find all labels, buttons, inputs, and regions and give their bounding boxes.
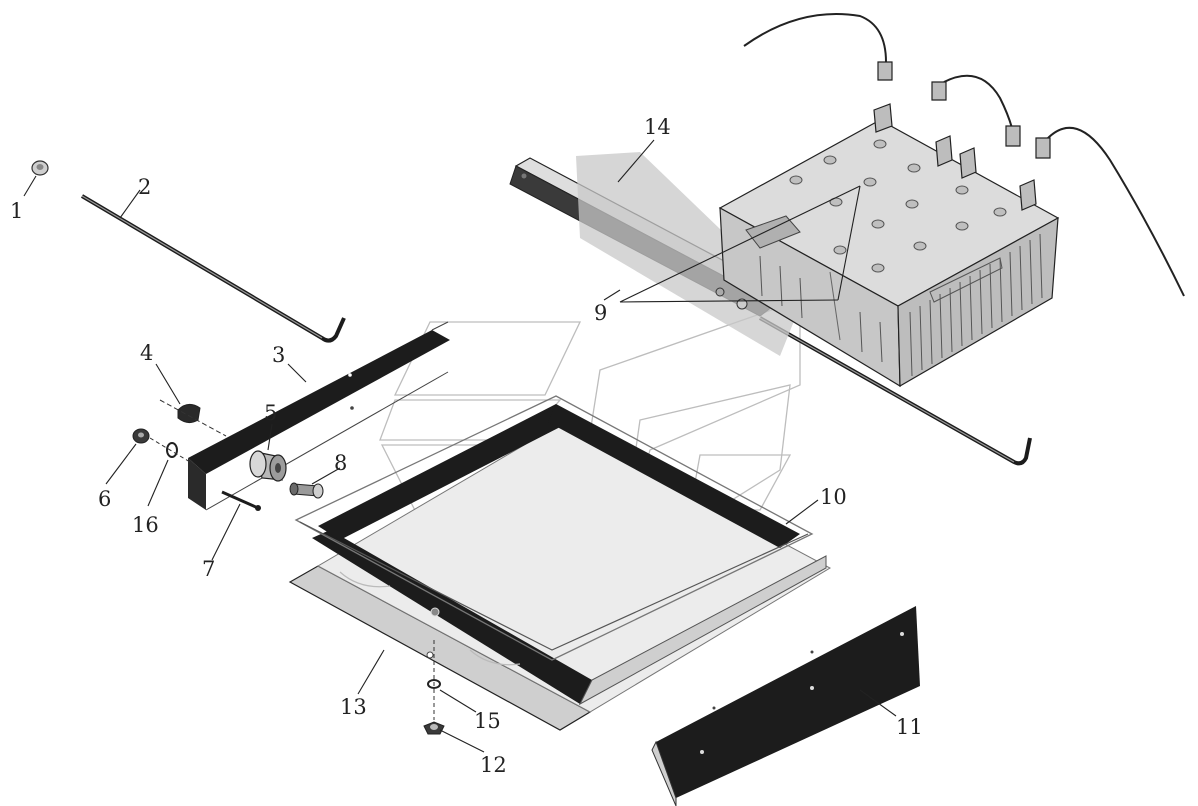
cable-lugs [877, 61, 1051, 159]
sleeve-part [249, 450, 287, 482]
callout-11: 11 [896, 715, 923, 739]
nut-part [31, 160, 49, 176]
callout-10: 10 [820, 485, 847, 509]
hook-rod-right-part [759, 316, 1032, 466]
clamp-part [159, 399, 227, 437]
tray-plate-part [288, 423, 832, 731]
callout-12: 12 [480, 753, 507, 777]
lower-washer-part [427, 640, 441, 720]
callout-9: 9 [594, 301, 607, 325]
callout-7: 7 [202, 557, 215, 581]
small-nut-part [132, 428, 150, 444]
callout-15: 15 [474, 709, 501, 733]
washer-part [149, 437, 191, 463]
callout-16: 16 [132, 513, 159, 537]
callout-14: 14 [644, 115, 671, 139]
wing-nut-part [423, 721, 445, 735]
callout-4: 4 [140, 341, 153, 365]
callout-5: 5 [264, 401, 277, 425]
side-angle-strip-part [651, 606, 920, 806]
pin-part [289, 482, 324, 499]
rail-part [509, 152, 800, 356]
angle-bracket-part [188, 321, 450, 511]
leader-lines [23, 139, 897, 753]
battery-cables [743, 13, 1185, 297]
callout-1: 1 [10, 199, 23, 223]
tray-side-wall [312, 530, 827, 706]
callout-3: 3 [272, 343, 285, 367]
callout-6: 6 [98, 487, 111, 511]
frame-part [294, 395, 814, 661]
callout-8: 8 [334, 451, 347, 475]
bolt-part [221, 490, 261, 511]
callout-2: 2 [138, 175, 151, 199]
battery-part [718, 103, 1060, 388]
callout-13: 13 [340, 695, 367, 719]
hook-rod-part [80, 194, 346, 343]
callout-labels: 1 2 3 4 5 6 7 8 9 10 11 12 13 14 15 16 [10, 115, 923, 777]
